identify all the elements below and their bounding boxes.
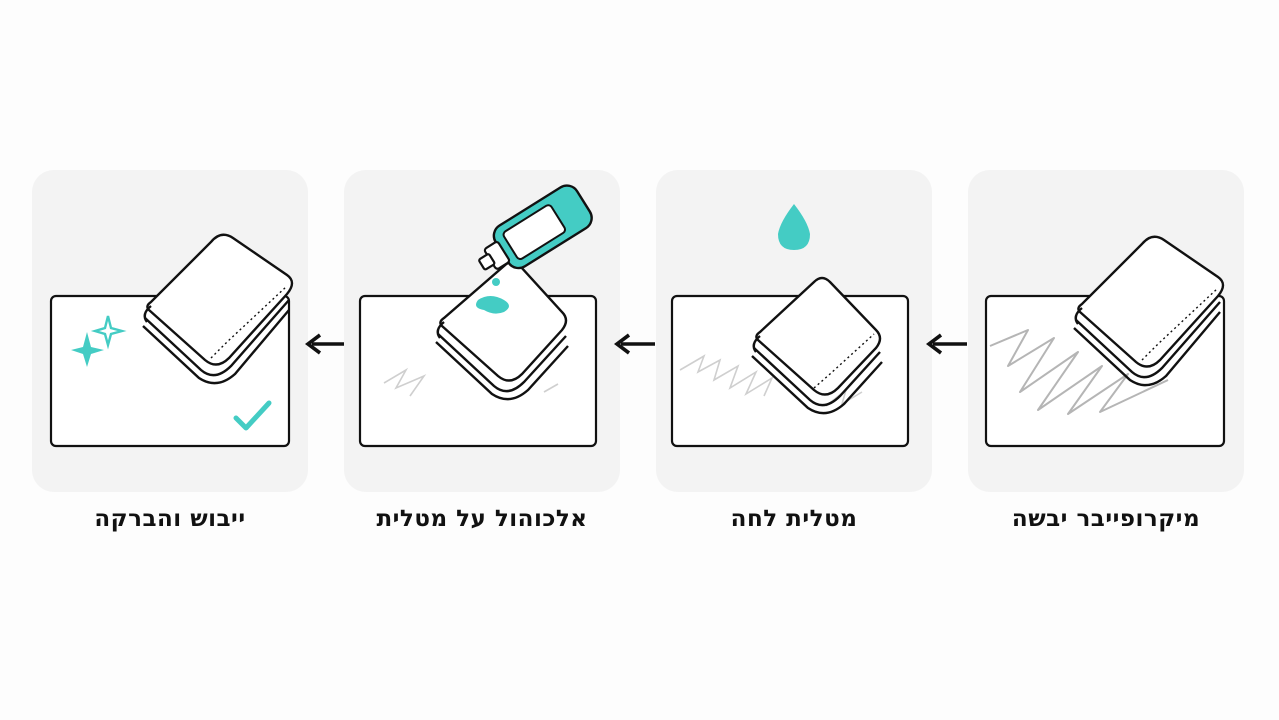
water-drop-icon [778, 204, 810, 250]
alcohol-spill [476, 296, 509, 314]
smudge-marks [543, 383, 559, 393]
alcohol-drop [492, 278, 500, 286]
folded-cloth-icon [751, 276, 883, 415]
folded-cloth-icon [1073, 235, 1225, 387]
smudge-marks [989, 329, 1169, 415]
step-label-damp-cloth: מטלית לחה [730, 506, 858, 532]
arrow-left-icon [926, 333, 967, 355]
folded-cloth-icon [435, 260, 569, 401]
sparkle-icon [90, 315, 127, 350]
smudge-marks [825, 387, 863, 407]
arrow-left-icon [614, 333, 655, 355]
alcohol-bottle-icon [478, 184, 593, 271]
panel-dry-and-polish [32, 170, 308, 492]
folded-cloth-icon [142, 233, 294, 385]
panel-damp-cloth [656, 170, 932, 492]
step-label-alcohol-on-cloth: אלכוהול על מטלית [376, 506, 588, 532]
arrow-left-icon [305, 333, 346, 355]
step-label-dry-and-polish: ייבוש והברקה [94, 506, 246, 532]
step-label-dry-microfiber: מיקרופייבר יבשה [1011, 506, 1201, 532]
checkmark-icon [233, 400, 272, 431]
panel-alcohol-on-cloth [344, 170, 620, 492]
smudge-marks [383, 367, 427, 397]
smudge-marks [679, 354, 774, 397]
sparkle-icon [71, 332, 104, 367]
panel-dry-microfiber [968, 170, 1244, 492]
